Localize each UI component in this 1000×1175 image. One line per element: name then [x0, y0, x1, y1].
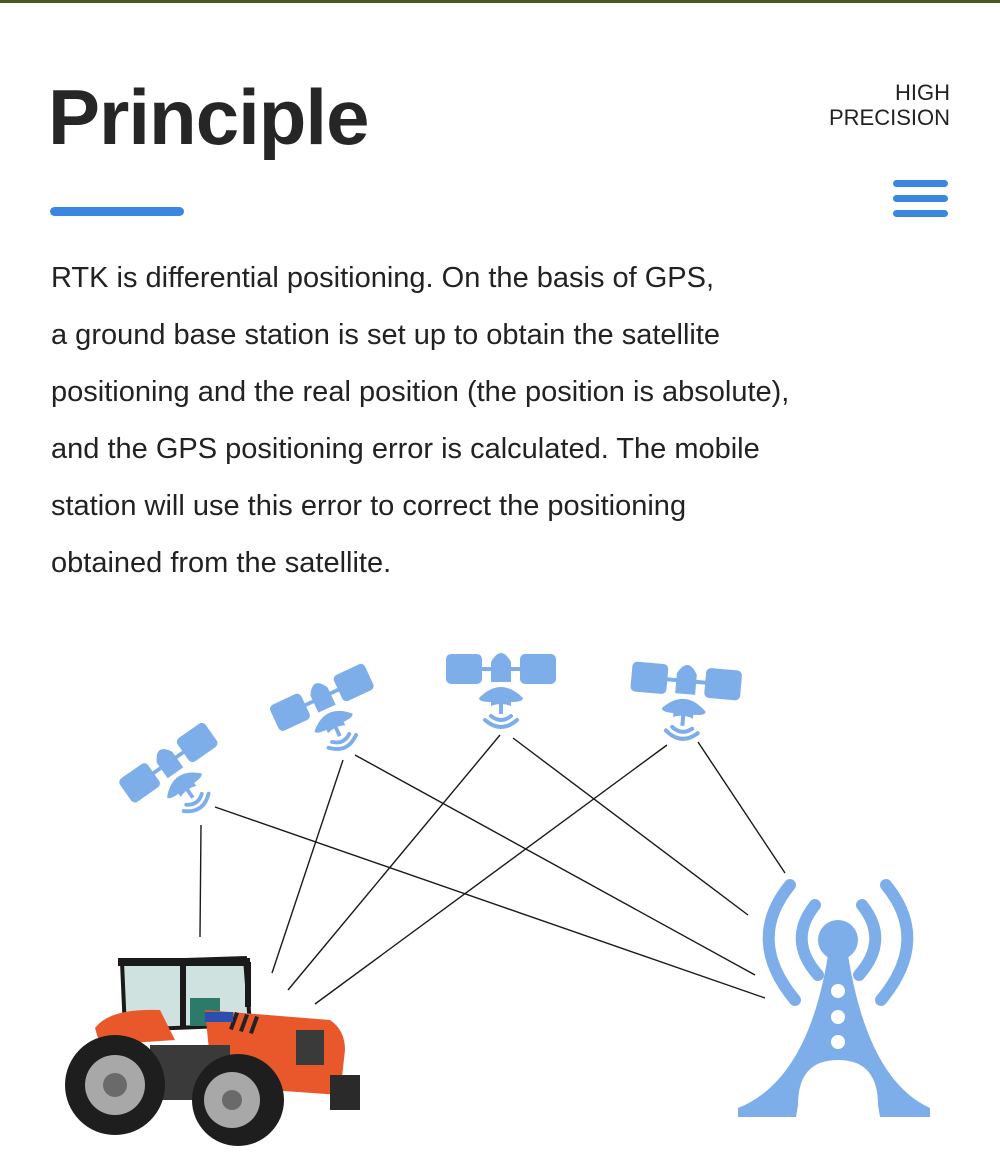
rtk-diagram: [65, 651, 930, 1146]
satellite-icon-1: [114, 718, 245, 840]
description-line: a ground base station is set up to obtai…: [51, 319, 721, 351]
description-line: and the GPS positioning error is calcula…: [51, 433, 760, 465]
signal-lines: [199, 734, 786, 1005]
satellite-icon-3: [444, 651, 558, 729]
description-line: positioning and the real position (the p…: [51, 376, 790, 408]
hamburger-menu-icon[interactable]: [893, 180, 948, 220]
tagline-line-2: PRECISION: [828, 105, 950, 130]
satellite-icon-4: [624, 658, 745, 746]
description-line: station will use this error to correct t…: [51, 490, 687, 522]
description-line: obtained from the satellite.: [51, 547, 392, 579]
top-border-strip: [0, 0, 1000, 3]
radio-tower-icon: [738, 879, 930, 1117]
tagline: HIGH PRECISION: [829, 80, 950, 130]
page-title: Principle: [48, 73, 369, 161]
satellite-icon-2: [266, 659, 395, 772]
tagline-line-1: HIGH: [895, 80, 950, 105]
tractor-image: [65, 955, 360, 1146]
principle-description: RTK is differential positioning. On the …: [51, 250, 951, 592]
description-line: RTK is differential positioning. On the …: [51, 262, 715, 294]
title-underline-accent: [50, 207, 184, 216]
